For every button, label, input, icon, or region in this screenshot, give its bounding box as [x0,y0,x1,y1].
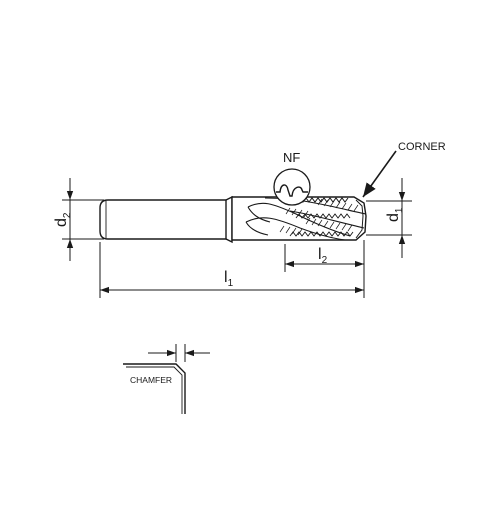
shank-outline [99,199,227,240]
dim-d1 [366,178,412,258]
chamfer-profile [123,363,186,414]
flute-1 [247,202,351,237]
nf-profile [276,184,308,197]
nf-label: NF [283,150,300,165]
serration-low [289,231,354,237]
end-face [355,199,364,239]
nf-circle [273,168,311,206]
cutting-outline [231,196,367,241]
serration-mid [295,213,351,219]
l1-label: l1 [224,269,234,289]
flute-2 [245,217,346,240]
dim-d2 [62,178,104,261]
dim-l1 [99,242,364,298]
nf-detail [273,168,311,206]
neck-transition [225,195,233,244]
cutting-section [231,196,367,241]
chamfer-detail [123,344,210,414]
corner-label: CORNER [398,141,446,153]
flute-4 [289,210,365,229]
corner-leader [362,150,397,198]
d2-label: d2 [53,212,73,227]
tooth-hatching [279,198,359,236]
chamfer-inner-profile [126,366,183,414]
l2-label: l2 [318,246,328,266]
tool-body [99,195,233,244]
serration-top [299,197,349,203]
chamfer-label: CHAMFER [130,375,172,385]
dim-l2 [284,240,365,298]
d1-label: d1 [385,207,405,222]
